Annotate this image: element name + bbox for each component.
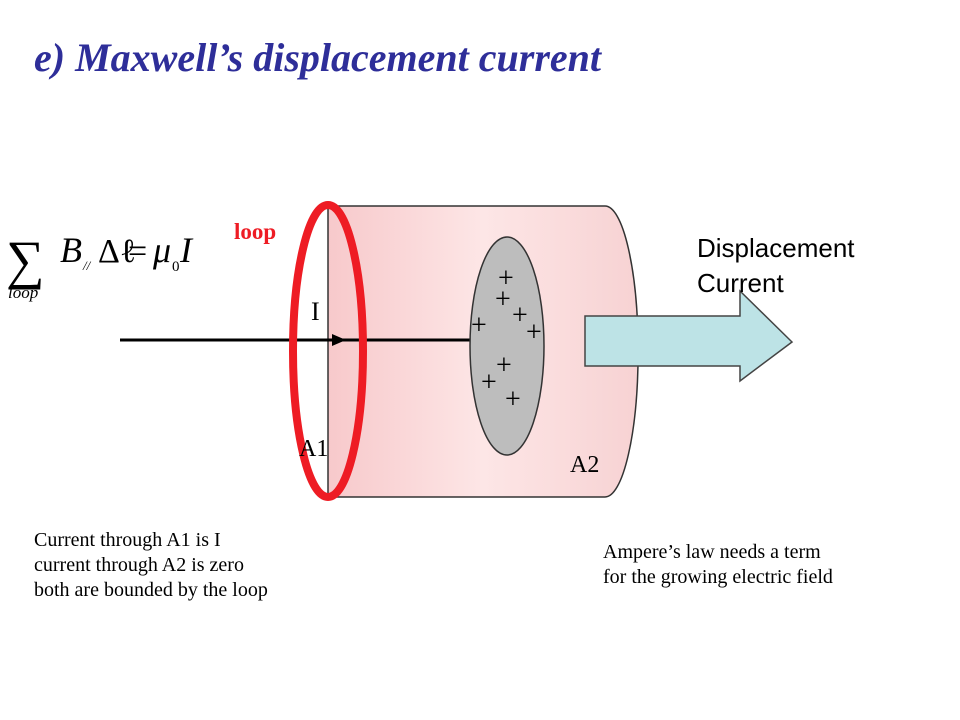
surface-a1-label: A1 (299, 436, 328, 462)
plus-charge: + (496, 350, 512, 381)
slide-title: e) Maxwell’s displacement current (34, 35, 601, 80)
displacement-current-label-line1: Displacement (697, 233, 855, 263)
plus-charge: + (512, 300, 528, 331)
caption-line: for the growing electric field (603, 566, 833, 588)
loop-label: loop (234, 219, 276, 244)
plus-charge: + (526, 317, 542, 348)
summation-symbol: ∑ (6, 230, 45, 290)
capacitor-plate (469, 236, 545, 456)
displacement-current-arrow (584, 289, 794, 383)
current-label: I (311, 297, 320, 326)
plus-charge: + (505, 384, 521, 415)
left-caption: Current through A1 is I current through … (34, 528, 268, 603)
displacement-current-label-line2: Current (697, 268, 784, 298)
caption-line: Current through A1 is I (34, 529, 221, 551)
plus-charge: + (481, 367, 497, 398)
current-direction-arrowhead (332, 334, 346, 346)
caption-line: Ampere’s law needs a term (603, 541, 821, 563)
formula-parallel-subscript: // (82, 258, 92, 273)
caption-line: both are bounded by the loop (34, 579, 268, 601)
plus-charge: + (495, 284, 511, 315)
formula-current: I (179, 230, 194, 270)
surface-a2-label: A2 (570, 452, 599, 478)
plus-charge: + (498, 263, 514, 294)
caption-line: current through A2 is zero (34, 554, 244, 576)
formula-b: B (60, 230, 82, 270)
amperian-loop-ring (289, 201, 367, 501)
positive-charges: + + + + + + + + (471, 263, 542, 415)
formula-loop-subscript: loop (8, 283, 38, 302)
formula-delta-l: Δℓ (98, 233, 136, 270)
formula-mu: μ (152, 230, 171, 270)
formula-equals: = (128, 233, 147, 270)
formula-mu-subscript: 0 (172, 259, 180, 275)
right-caption: Ampere’s law needs a term for the growin… (603, 540, 833, 590)
ampere-law-formula: ∑ loop B // Δℓ = μ 0 I (6, 230, 194, 302)
plus-charge: + (471, 310, 487, 341)
